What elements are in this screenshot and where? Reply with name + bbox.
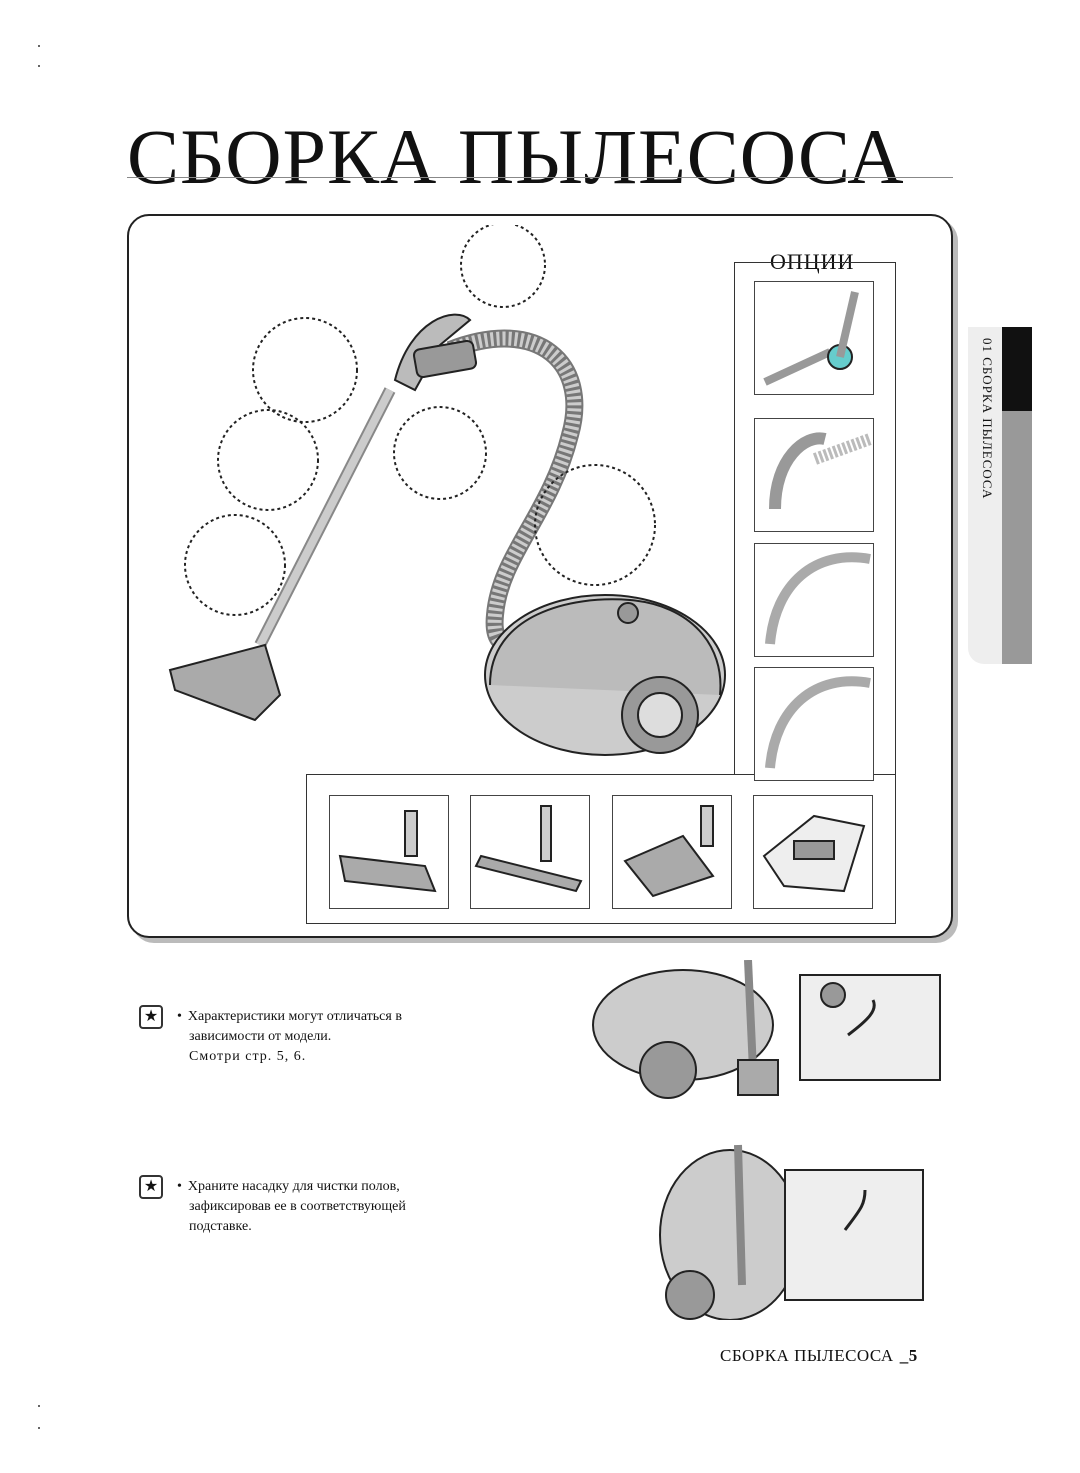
star-icon: ★: [139, 1175, 163, 1199]
section-tab-label: 01 СБОРКА ПЫЛЕСОСА: [980, 338, 995, 500]
options-frame: [734, 262, 896, 775]
option-thumb-handle-hose: [754, 418, 874, 532]
vacuum-assembly-illustration: [168, 225, 726, 756]
storage-illustration-side: [592, 960, 941, 1099]
note-2-text: •Храните насадку для чистки полов, зафик…: [177, 1177, 477, 1237]
accessory-thumb-floor-brush: [329, 795, 449, 909]
note-2-line-3: подставке.: [189, 1219, 252, 1234]
page-number: _5: [899, 1346, 918, 1365]
note-2-line-1: Храните насадку для чистки полов,: [187, 1179, 400, 1194]
section-tab: [968, 327, 1032, 664]
option-thumb-handle-swivel: [754, 281, 874, 395]
dust-bag-icon: [762, 814, 866, 893]
title-divider: [127, 177, 953, 178]
star-icon: ★: [139, 1005, 163, 1029]
page-footer: СБОРКА ПЫЛЕСОСА _5: [720, 1346, 918, 1366]
accessories-frame: [306, 774, 896, 924]
note-1-line-2: зависимости от модели.: [189, 1029, 332, 1044]
accessory-thumb-turbo-brush: [612, 795, 732, 909]
note-1-reference: Смотри стр. 5, 6.: [189, 1049, 307, 1064]
option-thumb-handle-simple: [754, 667, 874, 781]
accessory-thumb-parquet-brush: [470, 795, 590, 909]
page-title: СБОРКА ПЫЛЕСОСА: [127, 113, 905, 200]
note-2-line-2: зафиксировав ее в соответствующей: [189, 1199, 406, 1214]
handle-curve-icon: [765, 552, 871, 645]
accessory-thumb-dust-bag: [753, 795, 873, 909]
handle-hose-icon: [769, 432, 873, 510]
floor-brush-icon: [338, 810, 437, 893]
storage-illustration-upright: [659, 1144, 924, 1320]
option-thumb-handle-curve: [754, 543, 874, 657]
note-1-text: •Характеристики могут отличаться в завис…: [177, 1007, 477, 1067]
parquet-brush-icon: [474, 805, 583, 893]
turbo-brush-icon: [623, 805, 715, 898]
note-1-line-1: Характеристики могут отличаться в: [187, 1009, 402, 1024]
handle-swivel-icon: [763, 291, 859, 386]
handle-simple-icon: [765, 676, 871, 769]
footer-section: СБОРКА ПЫЛЕСОСА: [720, 1346, 894, 1365]
